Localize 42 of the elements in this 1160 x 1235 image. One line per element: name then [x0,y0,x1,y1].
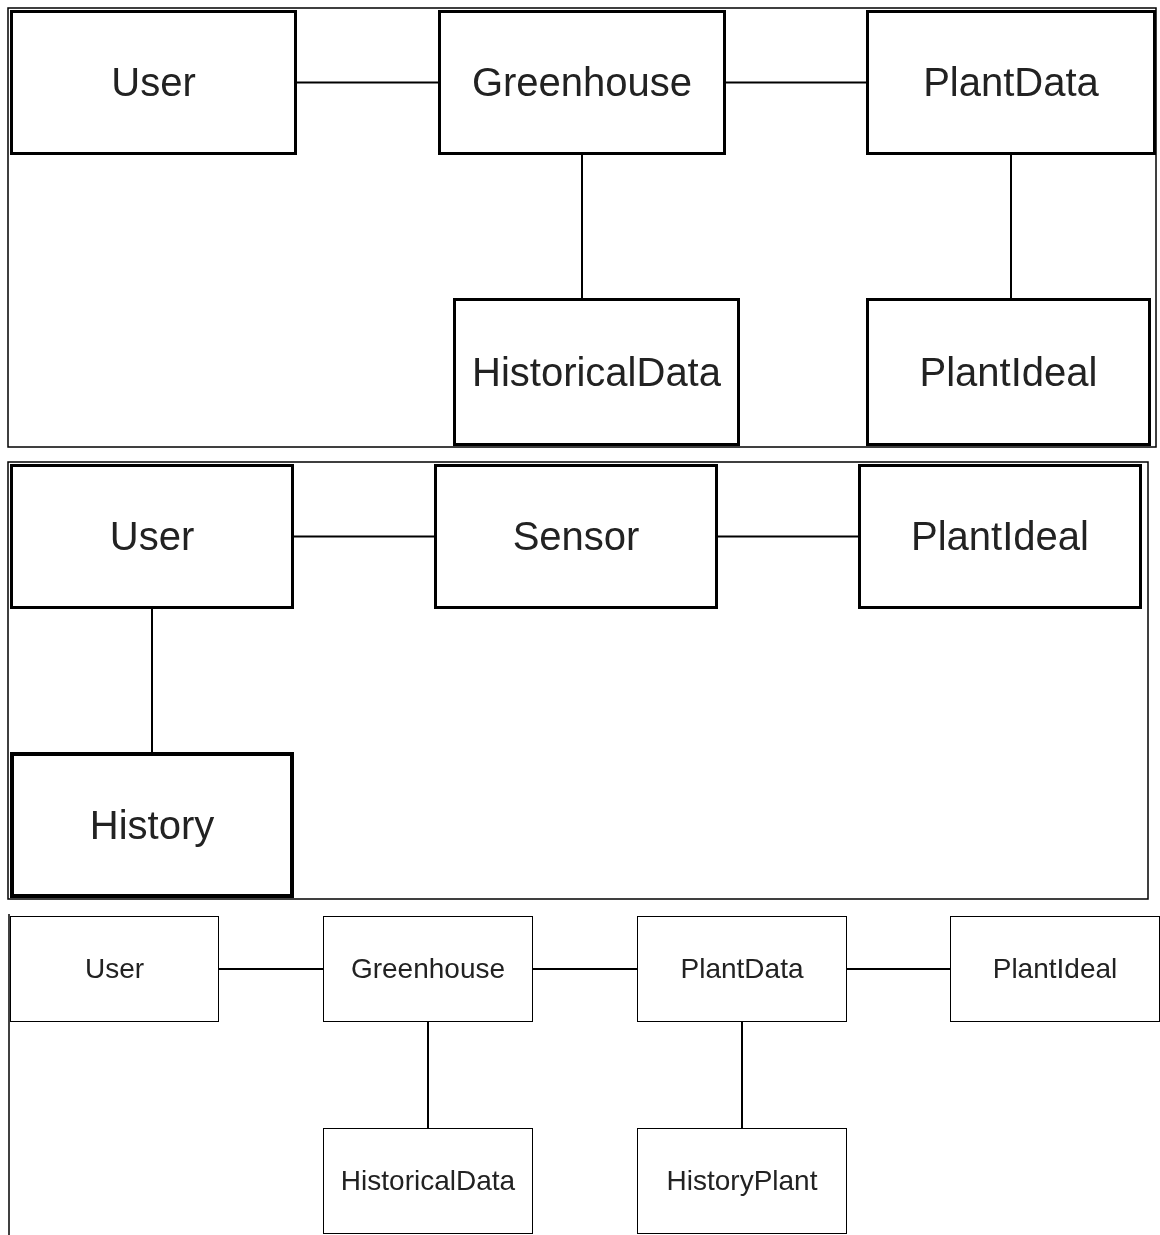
entity-name: PlantData [680,953,804,985]
connector-line [151,608,153,753]
entity-box [866,298,1151,446]
connector-line [218,968,324,970]
entity-name: Sensor [512,514,640,559]
connector-line [293,535,435,538]
connector-line [532,968,638,970]
entity-box [10,916,219,1022]
entity-name: PlantIdeal [992,953,1118,985]
entity-name: PlantIdeal [911,514,1089,559]
entity-box [323,1128,533,1234]
entity-box [10,752,294,898]
connector-line [846,968,951,970]
entity-name: History [89,802,215,848]
connector-line [427,1021,429,1129]
entity-name: Greenhouse [350,953,506,985]
entity-box [637,916,847,1022]
entity-box [10,464,294,609]
entity-name: PlantIdeal [919,349,1098,395]
entity-box [434,464,718,609]
entity-name: HistoricalData [472,349,721,395]
connector-line [1010,154,1012,299]
connector-line [717,535,859,538]
entity-name: User [111,60,196,105]
connector-line [581,154,583,299]
entity-name: User [84,953,145,985]
entity-name: HistoricalData [340,1165,516,1197]
connector-line [296,81,439,84]
entity-box [453,298,740,446]
entity-name: PlantData [923,60,1099,105]
entity-name: Greenhouse [471,60,693,105]
entity-box [950,916,1160,1022]
entity-name: User [109,514,195,559]
entity-name: HistoryPlant [666,1165,818,1197]
connector-line [741,1021,743,1129]
entity-box [866,10,1156,155]
entity-box [323,916,533,1022]
connector-line [725,81,867,84]
entity-box [858,464,1142,609]
entity-box [637,1128,847,1234]
entity-box [10,10,297,155]
entity-box [438,10,726,155]
